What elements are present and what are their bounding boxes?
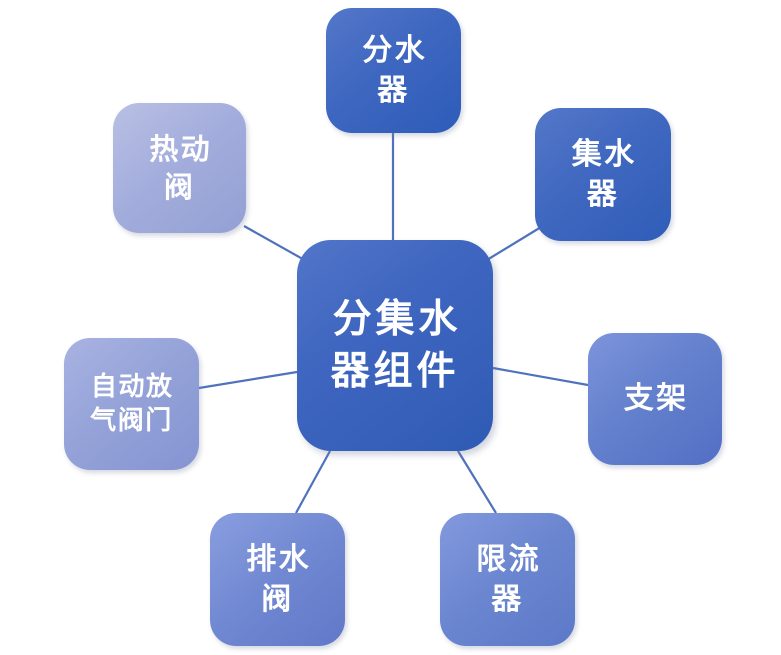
connector-center-to-bottom-right — [457, 450, 497, 514]
node-re-dong-fa[interactable]: 热动 阀 — [113, 103, 246, 233]
node-center-label: 分集水 器组件 — [330, 297, 462, 394]
connector-center-to-left — [198, 370, 298, 390]
node-re-dong-fa-label: 热动 阀 — [149, 131, 212, 204]
node-fen-shui-qi[interactable]: 分水 器 — [326, 8, 461, 133]
connector-center-to-top-left — [243, 225, 309, 263]
node-fen-shui-qi-label: 分水 器 — [362, 32, 428, 108]
connector-center-to-bottom-left — [295, 450, 331, 514]
node-pai-shui-fa[interactable]: 排水 阀 — [210, 513, 345, 646]
node-zi-dong-fang-qi-fa-men[interactable]: 自动放 气阀门 — [64, 338, 199, 470]
node-xian-liu-qi[interactable]: 限流 器 — [440, 513, 575, 646]
node-xian-liu-qi-label: 限流 器 — [476, 541, 542, 617]
node-zi-dong-fang-qi-fa-men-label: 自动放 气阀门 — [90, 371, 174, 436]
connector-center-to-top-right — [481, 223, 547, 264]
node-pai-shui-fa-label: 排水 阀 — [246, 541, 312, 617]
node-ji-shui-qi[interactable]: 集水 器 — [535, 108, 671, 241]
connector-center-to-right — [492, 366, 589, 387]
node-zhi-jia[interactable]: 支架 — [588, 333, 722, 465]
node-center-fen-ji-shui-qi-zu-jian[interactable]: 分集水 器组件 — [297, 240, 493, 451]
node-ji-shui-qi-label: 集水 器 — [571, 136, 637, 212]
node-zhi-jia-label: 支架 — [623, 381, 689, 417]
